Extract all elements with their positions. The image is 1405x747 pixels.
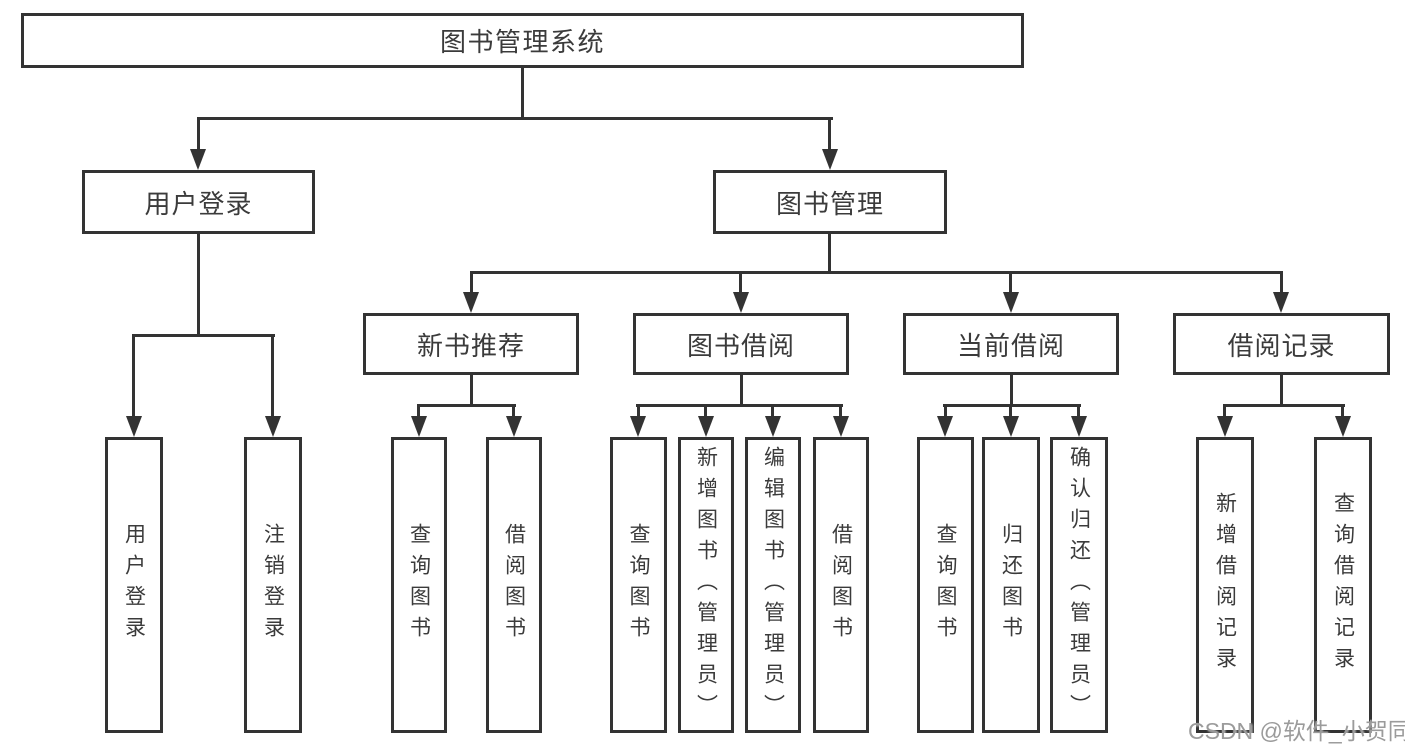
node-label: 图书管理系统 [439,27,605,57]
arrowhead-book-management [822,149,838,170]
arrow-stem-leaf [704,404,707,418]
connector-root-stem [521,68,524,117]
arrowhead-leaf [1071,416,1087,437]
node-label: 图书借阅 [686,330,795,361]
arrowhead-leaf [698,416,714,437]
arrowhead-leaf [506,416,522,437]
arrowhead-new-book [463,292,479,313]
node-label: 确认归还（管理员） [1067,445,1091,725]
node-label: 查询图书 [407,523,431,647]
node-label: 归还图书 [999,523,1023,647]
node-label: 借阅图书 [502,523,526,647]
arrowhead-leaf [630,416,646,437]
node-label: 当前借阅 [956,330,1065,361]
connector-user-login-children [132,334,275,337]
connector-new-book-children [417,404,516,407]
node-leaf-query-books-borrow: 查询图书 [610,437,667,733]
arrow-stem-borrow-records [1280,271,1283,293]
connector-level3 [470,271,1282,274]
arrow-stem-leaf [637,404,640,418]
arrow-stem-leaf [1223,404,1226,418]
node-leaf-logout: 注销登录 [244,437,302,733]
arrowhead-leaf [1003,416,1019,437]
node-leaf-query-borrow-record: 查询借阅记录 [1314,437,1372,733]
node-leaf-borrow-books: 借阅图书 [813,437,869,733]
arrow-stem-leaf [1009,404,1012,418]
arrow-stem-leaf [512,404,515,418]
arrow-stem-user-login [197,117,200,149]
arrow-stem-leaf [771,404,774,418]
node-leaf-query-books-current: 查询图书 [917,437,974,733]
node-label: 用户登录 [144,188,253,219]
node-label: 图书管理 [775,188,884,219]
arrow-stem-book-management [828,117,831,149]
node-borrowing-records: 借阅记录 [1173,313,1390,375]
arrow-stem-current-borrow [1009,271,1012,293]
node-leaf-user-login: 用户登录 [105,437,163,733]
arrowhead-leaf-logout [265,416,281,437]
connector-borrow-records-stem [1280,375,1283,405]
arrowhead-current-borrow [1003,292,1019,313]
node-label: 新增借阅记录 [1213,492,1237,678]
arrowhead-leaf [1217,416,1233,437]
connector-current-borrow-children [943,404,1081,407]
node-leaf-return-books: 归还图书 [982,437,1040,733]
arrow-stem-new-book [470,271,473,293]
arrow-stem-leaf [1341,404,1344,418]
node-current-borrowing: 当前借阅 [903,313,1119,375]
node-user-login: 用户登录 [82,170,315,234]
arrowhead-leaf [937,416,953,437]
node-book-borrowing: 图书借阅 [633,313,849,375]
node-label: 用户登录 [122,523,146,647]
node-leaf-edit-books-admin: 编辑图书（管理员） [745,437,801,733]
node-label: 新增图书（管理员） [694,445,718,725]
arrowhead-borrow-records [1273,292,1289,313]
node-label: 新书推荐 [416,330,525,361]
node-label: 注销登录 [261,523,285,647]
connector-book-borrow-stem [740,375,743,405]
arrow-stem-leaf [944,404,947,418]
connector-current-borrow-stem [1010,375,1013,405]
node-new-book-recommendation: 新书推荐 [363,313,579,375]
arrowhead-leaf [411,416,427,437]
connector-book-borrow-children [636,404,843,407]
connector-user-login-stem [197,233,200,334]
node-leaf-add-borrow-record: 新增借阅记录 [1196,437,1254,733]
node-label: 借阅图书 [829,523,853,647]
node-leaf-add-books-admin: 新增图书（管理员） [678,437,734,733]
node-label: 借阅记录 [1227,330,1336,361]
node-book-management: 图书管理 [713,170,947,234]
arrowhead-leaf [1335,416,1351,437]
arrow-stem-leaf-logout [271,334,274,416]
arrow-stem-leaf-user-login [132,334,135,416]
node-library-management-system: 图书管理系统 [21,13,1024,68]
arrow-stem-leaf [1077,404,1080,418]
node-label: 查询图书 [934,523,957,647]
connector-borrow-records-children [1223,404,1345,407]
connector-book-management-stem [828,233,831,272]
arrowhead-leaf-user-login [126,416,142,437]
node-label: 查询借阅记录 [1331,492,1355,678]
arrowhead-leaf [765,416,781,437]
arrow-stem-leaf [839,404,842,418]
node-leaf-confirm-return-admin: 确认归还（管理员） [1050,437,1108,733]
arrow-stem-leaf [417,404,420,418]
node-leaf-borrow-books-recommend: 借阅图书 [486,437,542,733]
arrowhead-user-login [190,149,206,170]
node-leaf-query-books-recommend: 查询图书 [391,437,447,733]
node-label: 查询图书 [627,523,650,647]
arrow-stem-book-borrow [739,271,742,293]
arrowhead-leaf [833,416,849,437]
arrowhead-book-borrow [733,292,749,313]
watermark-text: CSDN @软件_小贺同学 [1188,718,1405,744]
connector-level2 [197,117,833,120]
node-label: 编辑图书（管理员） [761,445,785,725]
connector-new-book-stem [470,375,473,405]
